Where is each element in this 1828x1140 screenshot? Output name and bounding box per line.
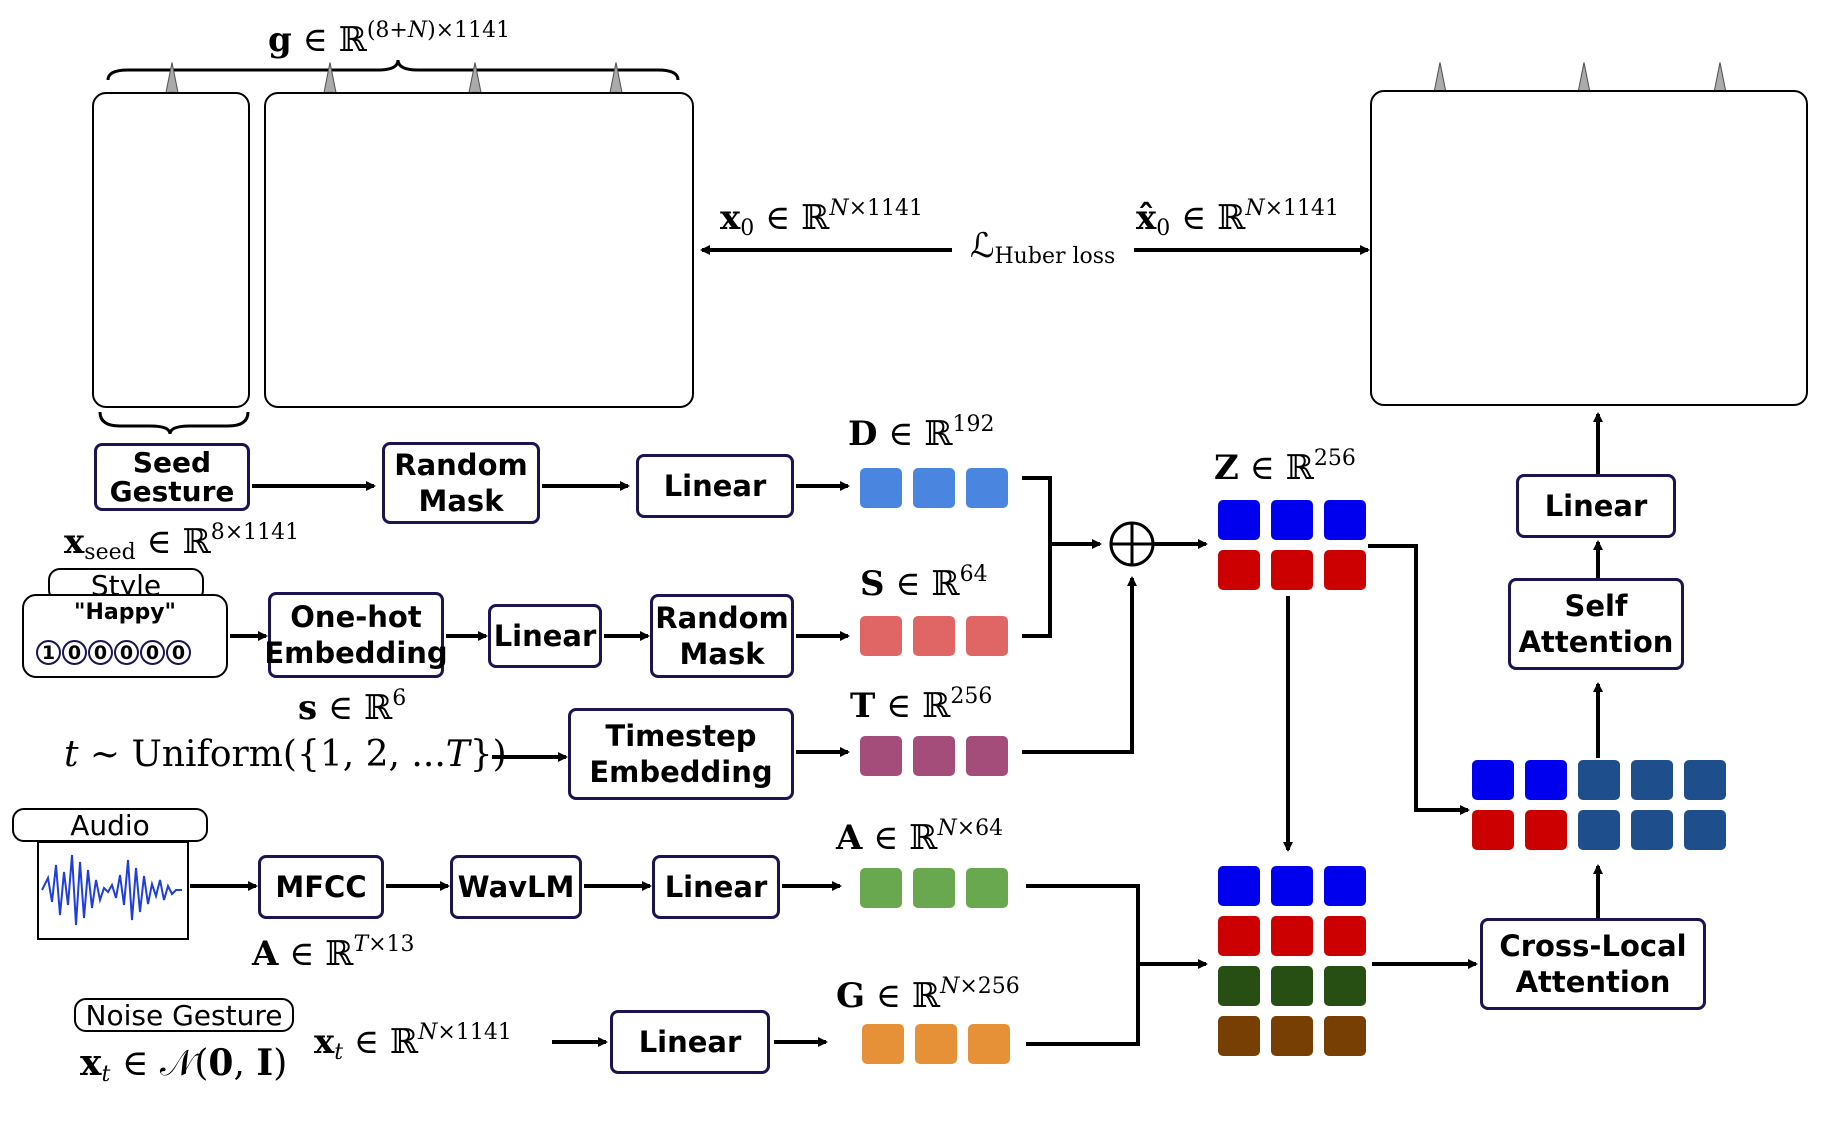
d-token (860, 468, 902, 508)
connector-d-s-merge (1022, 476, 1052, 638)
t-uniform-label: t ∼ Uniform({1, 2, ...T}) (64, 734, 507, 775)
output-token (1631, 760, 1673, 800)
z-token (1218, 550, 1260, 590)
z-token (1271, 550, 1313, 590)
stack-token (1324, 866, 1366, 906)
arrow-z-to-tokens (1368, 544, 1470, 815)
s-token (860, 616, 902, 656)
seed-gesture-frame (92, 92, 250, 408)
loss-label: ℒHuber loss (970, 226, 1116, 269)
t-label: T ∈ ℝ256 (850, 684, 993, 726)
a-token (860, 868, 902, 908)
arrow-t-to-plus (1022, 576, 1137, 754)
token-blocks (860, 468, 1726, 1064)
s-label: S ∈ ℝ64 (860, 562, 988, 604)
output-token (1578, 810, 1620, 850)
a-label: A ∈ ℝN×64 (836, 816, 1004, 858)
onehot-digit: 0 (166, 640, 191, 665)
stack-token (1271, 1016, 1313, 1056)
onehot-digit: 0 (62, 640, 87, 665)
onehot-embedding-box: One-hot Embedding (264, 592, 448, 678)
top-brace-label: g ∈ ℝ(8+N)×1141 (268, 18, 511, 60)
onehot-digit: 1 (36, 640, 61, 665)
x-t-dim-label: xt ∈ ℝN×1141 (314, 1020, 512, 1065)
stack-token (1218, 916, 1260, 956)
a-token (966, 868, 1008, 908)
g-token (862, 1024, 904, 1064)
x0-label: x0 ∈ ℝN×1141 (720, 196, 923, 241)
output-token (1525, 810, 1567, 850)
z-token (1324, 500, 1366, 540)
linear-d-box: Linear (636, 454, 794, 518)
connector-a-g-merge (1026, 884, 1140, 1046)
stack-token (1271, 916, 1313, 956)
a-raw-label: A ∈ ℝT×13 (252, 932, 415, 974)
output-token (1525, 760, 1567, 800)
audio-waveform-icon (37, 841, 189, 940)
output-token (1684, 760, 1726, 800)
s-token (913, 616, 955, 656)
seed-brace (98, 411, 250, 435)
linear-s-box: Linear (488, 604, 602, 668)
x-seed-label: xseed ∈ ℝ8×1141 (64, 520, 300, 565)
s-token (966, 616, 1008, 656)
mfcc-box: MFCC (258, 855, 384, 919)
onehot-digit: 0 (114, 640, 139, 665)
audio-tag: Audio (12, 808, 208, 842)
linear-g-box: Linear (610, 1010, 770, 1074)
x-t-noise-label: xt ∈ 𝒩(0, I) (80, 1042, 288, 1087)
seed-gesture-box: Seed Gesture (94, 443, 250, 511)
style-value: "Happy" (74, 600, 177, 625)
wavlm-box: WavLM (450, 855, 582, 919)
output-gesture-frame (1370, 90, 1808, 406)
self-attention-box: Self Attention (1508, 578, 1684, 670)
d-label: D ∈ ℝ192 (848, 412, 995, 454)
z-token (1324, 550, 1366, 590)
top-brace (106, 59, 680, 81)
onehot-digit: 0 (88, 640, 113, 665)
output-token (1472, 760, 1514, 800)
linear-out-box: Linear (1516, 474, 1676, 538)
t-token (860, 736, 902, 776)
t-token (966, 736, 1008, 776)
stack-token (1271, 966, 1313, 1006)
onehot-digit: 0 (140, 640, 165, 665)
timestep-embedding-box: Timestep Embedding (568, 708, 794, 800)
d-token (913, 468, 955, 508)
stack-token (1324, 966, 1366, 1006)
random-mask-d-box: Random Mask (382, 442, 540, 524)
circled-plus-icon (1109, 521, 1155, 567)
g-token (915, 1024, 957, 1064)
output-token (1578, 760, 1620, 800)
x0hat-label: x̂0 ∈ ℝN×1141 (1136, 196, 1339, 241)
d-token (966, 468, 1008, 508)
z-token (1271, 500, 1313, 540)
t-token (913, 736, 955, 776)
a-token (913, 868, 955, 908)
linear-a-box: Linear (652, 855, 780, 919)
stack-token (1218, 966, 1260, 1006)
stack-token (1218, 866, 1260, 906)
stack-token (1271, 866, 1313, 906)
stack-token (1218, 1016, 1260, 1056)
cross-local-attention-box: Cross-Local Attention (1480, 918, 1706, 1010)
output-token (1631, 810, 1673, 850)
stack-token (1324, 1016, 1366, 1056)
z-label: Z ∈ ℝ256 (1214, 446, 1356, 488)
stack-token (1324, 916, 1366, 956)
noise-gesture-tag: Noise Gesture (74, 998, 294, 1032)
g-token (968, 1024, 1010, 1064)
output-token (1472, 810, 1514, 850)
random-mask-s-box: Random Mask (650, 594, 794, 678)
gesture-sequence-frame (264, 92, 694, 408)
z-token (1218, 500, 1260, 540)
g-label: G ∈ ℝN×256 (836, 974, 1020, 1016)
s-vec-label: s ∈ ℝ6 (298, 686, 407, 728)
output-token (1684, 810, 1726, 850)
